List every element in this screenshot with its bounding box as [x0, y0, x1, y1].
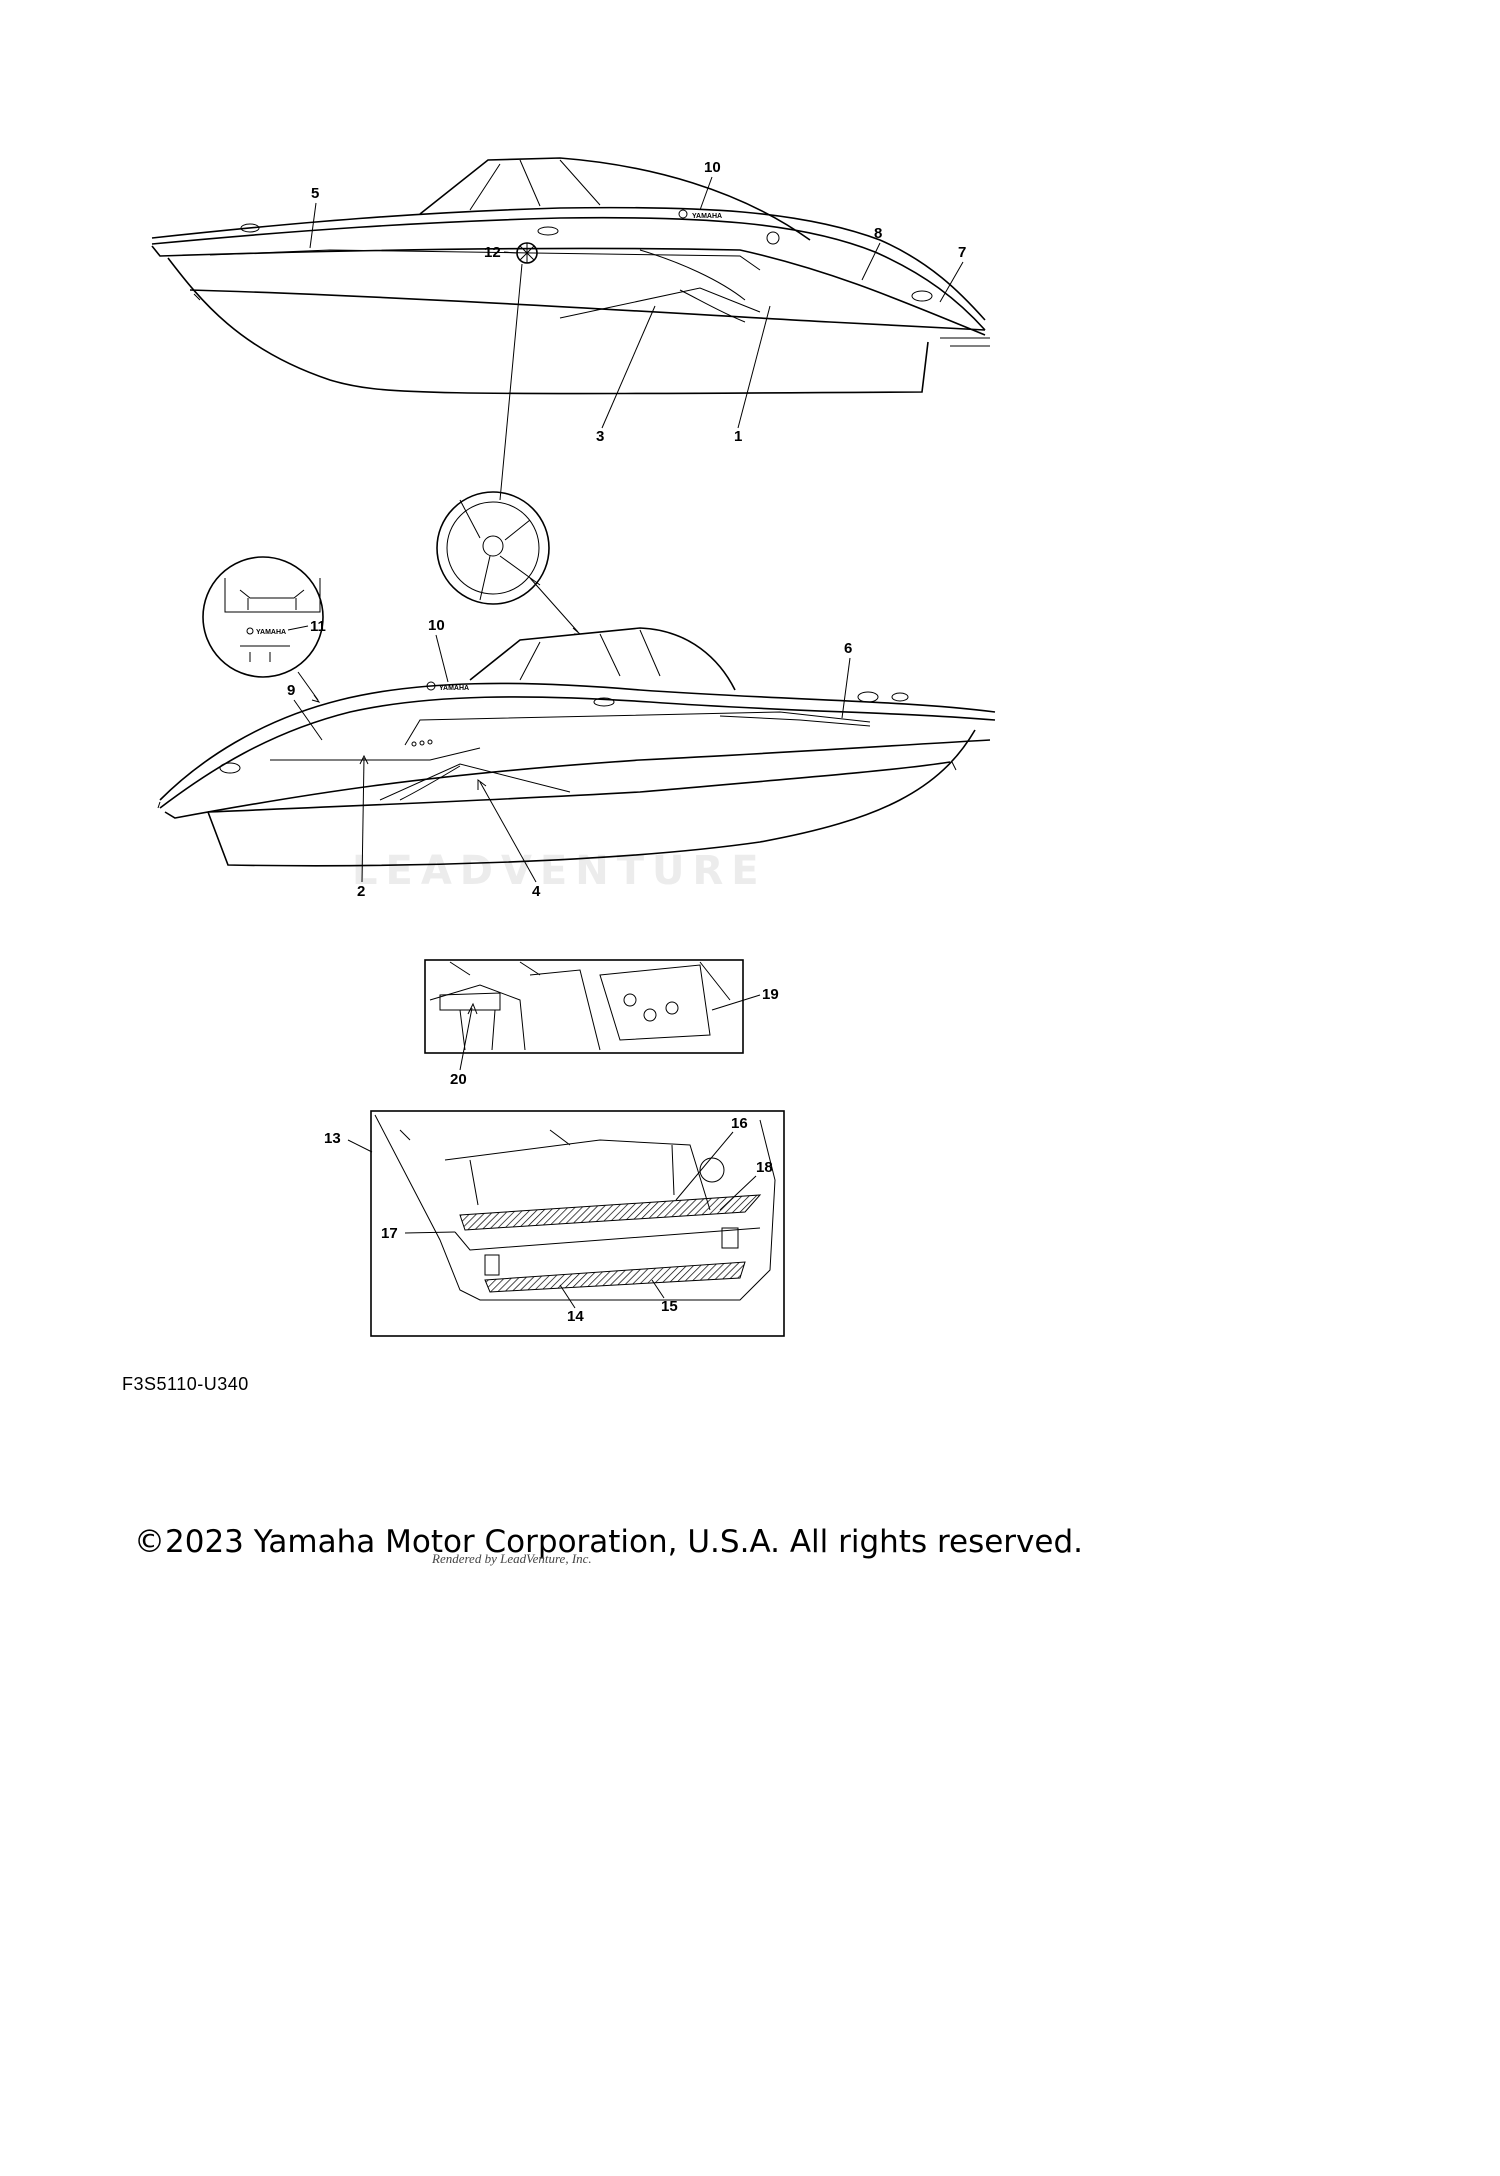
helm-inset: 19 20	[424, 959, 779, 1088]
callout-19: 19	[762, 986, 779, 1003]
callout-2: 2	[357, 883, 365, 900]
callout-16: 16	[731, 1115, 748, 1132]
callout-7: 7	[958, 244, 966, 261]
watermark: LEADVENTURE	[352, 848, 767, 894]
brand-mark-top: YAMAHA	[692, 213, 722, 220]
rendered-by-notice: Rendered by LeadVenture, Inc.	[432, 1551, 592, 1566]
callout-15: 15	[661, 1298, 678, 1315]
boat-side-view-bottom: YAMAHA	[157, 627, 996, 867]
callout-6: 6	[844, 640, 852, 657]
callout-9: 9	[287, 682, 295, 699]
callouts-bottom-boat: 10 6 9 2 4	[287, 617, 852, 900]
brand-mark-bottom: YAMAHA	[439, 685, 469, 692]
callout-10-bottom: 10	[428, 617, 445, 634]
callout-11: 11	[310, 618, 326, 635]
parts-diagram: YAMAHA 5 10 8 7 3 1 12	[151, 157, 996, 1337]
callout-17: 17	[381, 1225, 398, 1242]
callout-4: 4	[532, 883, 541, 900]
callout-12: 12	[484, 244, 501, 261]
brand-mark-inset: YAMAHA	[256, 629, 286, 636]
callout-20: 20	[450, 1071, 467, 1088]
callout-10-top: 10	[704, 159, 721, 176]
copyright-notice: ©2023 Yamaha Motor Corporation, U.S.A. A…	[134, 1524, 1083, 1560]
callout-5: 5	[311, 185, 319, 202]
callout-8: 8	[874, 225, 882, 242]
badge-inset-detail: YAMAHA 11	[202, 556, 326, 703]
callouts-top-boat: 5 10 8 7 3 1	[309, 159, 966, 445]
boat-side-view-top: YAMAHA	[151, 157, 990, 395]
callout-13: 13	[324, 1130, 341, 1147]
stern-deck-inset: 13 16 18 17 14 15	[324, 1110, 785, 1337]
callout-1: 1	[734, 428, 742, 445]
callout-14: 14	[567, 1308, 584, 1325]
steering-wheel-detail: 12	[436, 242, 582, 635]
figure-code: F3S5110-U340	[122, 1374, 249, 1394]
mat-16-18	[459, 1194, 762, 1231]
callout-3: 3	[596, 428, 604, 445]
mat-14-15	[484, 1261, 746, 1293]
callout-18: 18	[756, 1159, 773, 1176]
